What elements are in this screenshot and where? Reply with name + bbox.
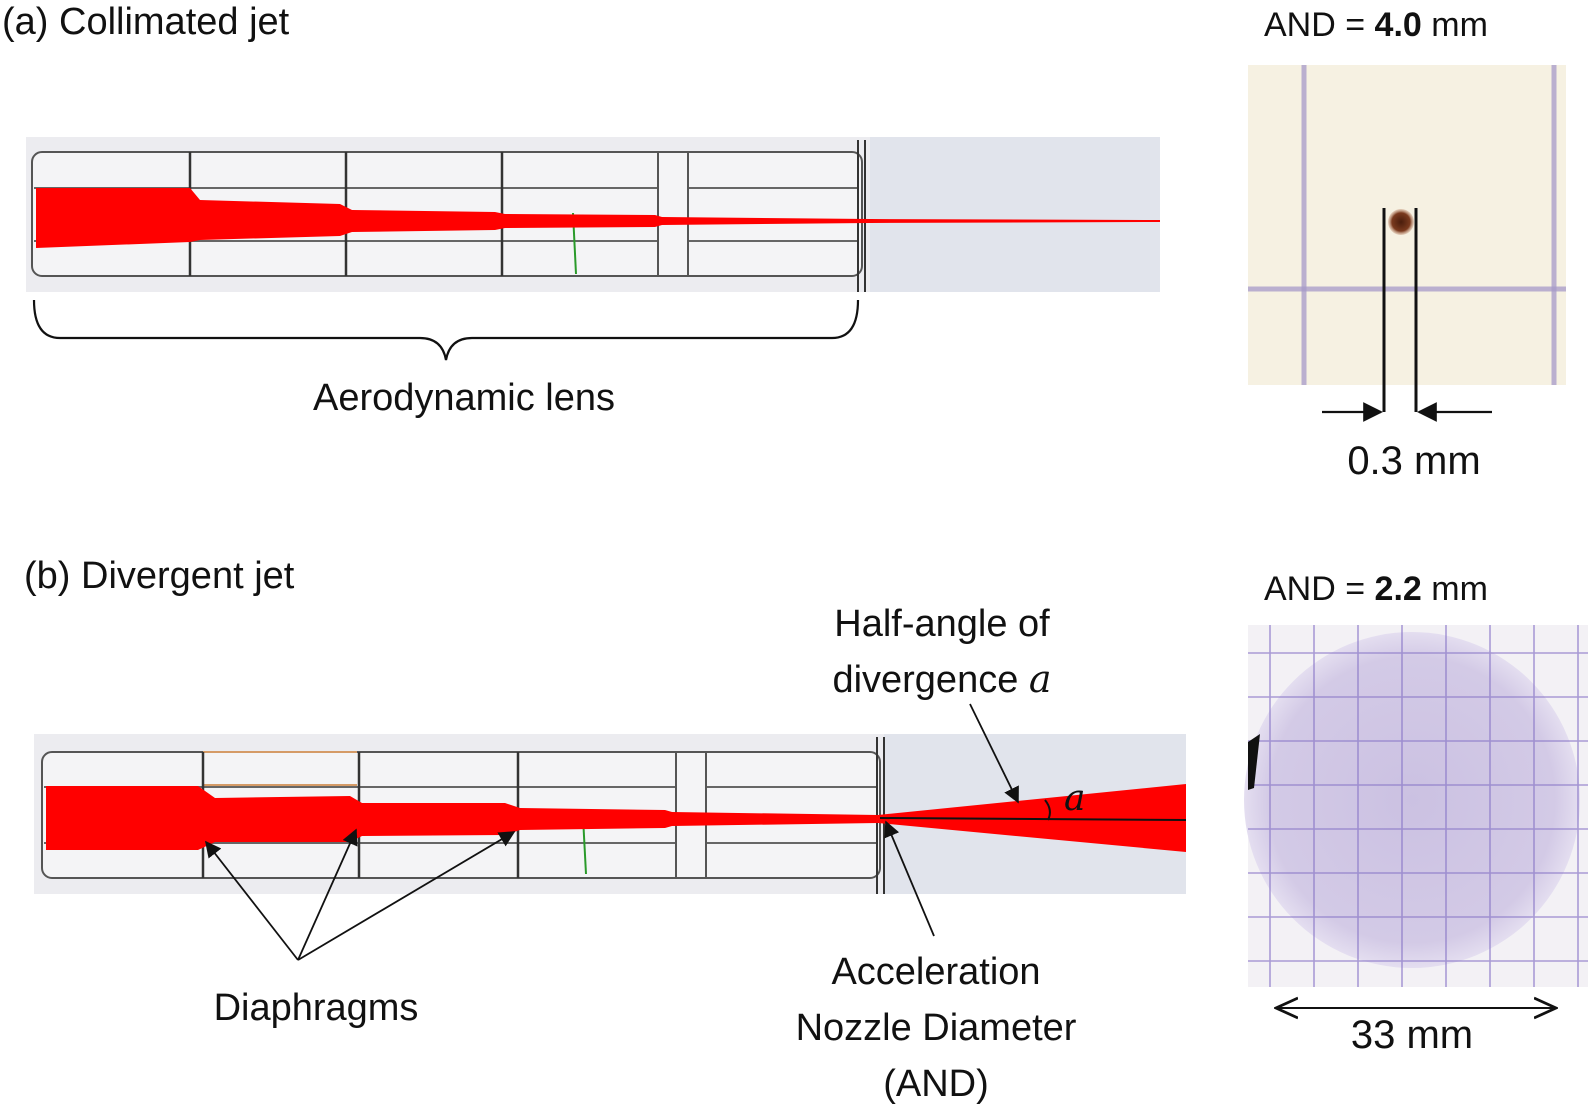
diaphragm-arrow-1 [205, 840, 299, 961]
nozzle-label-line3: (AND) [883, 1063, 989, 1105]
panel-b: (b) Divergent jet a Half-angle of diverg… [24, 555, 1588, 1105]
and-a-label: AND = 4.0 mm [1264, 6, 1488, 44]
spot-b-size: 33 mm [1351, 1013, 1473, 1057]
nozzle-label-line1: Acceleration [831, 951, 1040, 993]
lens-label: Aerodynamic lens [313, 377, 615, 419]
lens-brace [32, 299, 860, 361]
angle-arc [1044, 799, 1051, 821]
particle-beam-b [46, 784, 1186, 852]
beam-axis-line [879, 817, 1187, 821]
diaphragm-arrow-2 [297, 828, 358, 961]
divergence-label-line1: Half-angle of [834, 603, 1050, 645]
and-b-label: AND = 2.2 mm [1264, 570, 1488, 608]
particle-beam-a [36, 188, 1160, 248]
nozzle-label-line2: Nozzle Diameter [796, 1007, 1077, 1049]
spacer-a [657, 151, 689, 277]
grid-b [1248, 625, 1588, 987]
deposit-photo-b: 33 mm [1244, 625, 1588, 1057]
divergence-arrow [969, 703, 1019, 804]
deposit-spot-a [1388, 209, 1414, 235]
deposit-spot-b [1244, 632, 1580, 968]
photo-b-edge-mark [1248, 734, 1260, 790]
divergence-label-line2: divergence a [832, 657, 1051, 701]
panel-a-title: (a) Collimated jet [2, 1, 290, 43]
spot-a-size: 0.3 mm [1347, 439, 1480, 483]
chamber-region-a [870, 137, 1160, 292]
angle-symbol: a [1064, 778, 1085, 819]
panel-a: (a) Collimated jet Aerodynamic lens AND … [2, 1, 1566, 483]
nozzle-arrow [884, 820, 935, 937]
diaphragms-label: Diaphragms [214, 987, 419, 1029]
diaphragm-arrow-3 [297, 831, 516, 961]
deposit-photo-a: 0.3 mm [1248, 65, 1566, 483]
panel-b-title: (b) Divergent jet [24, 555, 295, 597]
